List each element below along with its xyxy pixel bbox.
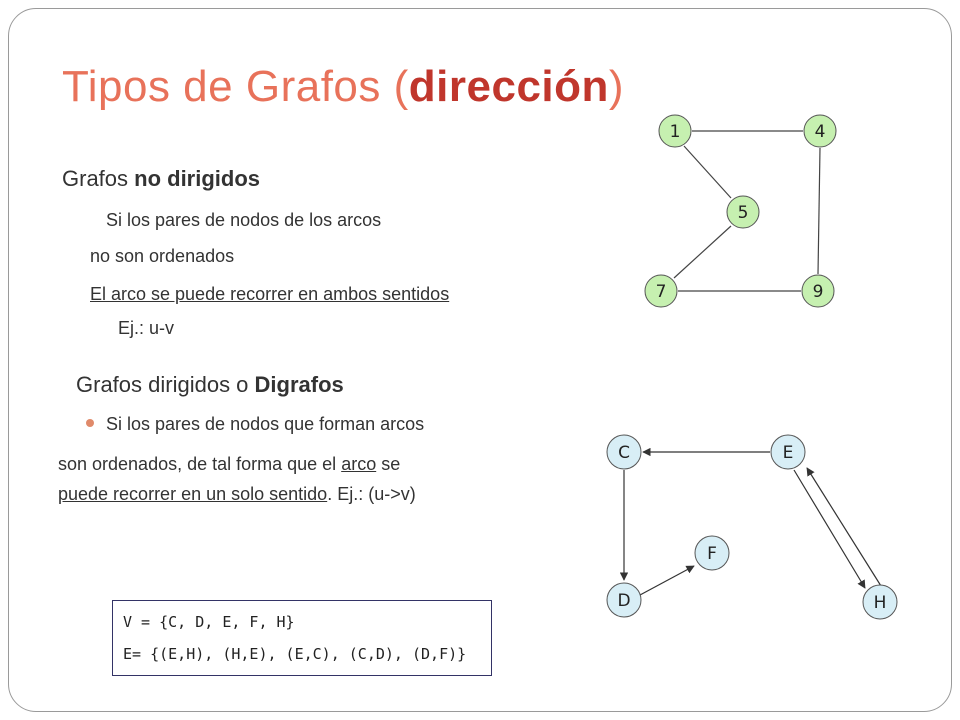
undirected-line-1: Si los pares de nodos de los arcos bbox=[106, 210, 382, 230]
undirected-line-3: El arco se puede recorrer en ambos senti… bbox=[90, 284, 450, 304]
digraph-node-F: F bbox=[694, 535, 730, 571]
svg-text:D: D bbox=[617, 591, 630, 611]
arc-D-F bbox=[639, 565, 695, 596]
dot-bullet-icon bbox=[86, 419, 94, 427]
directed-heading: Grafos dirigidos o Digrafos bbox=[76, 372, 344, 397]
arc-H-E bbox=[806, 467, 882, 587]
svg-text:7: 7 bbox=[656, 282, 667, 302]
undirected-heading: Grafos no dirigidos bbox=[62, 166, 261, 191]
directed-line-1: Si los pares de nodos que forman arcos bbox=[86, 414, 424, 435]
svg-text:E: E bbox=[783, 443, 794, 463]
digraph-node-C: C bbox=[606, 434, 642, 470]
graph-node-1: 1 bbox=[658, 114, 692, 148]
graph-node-7: 7 bbox=[644, 274, 678, 308]
digraph-node-E: E bbox=[770, 434, 806, 470]
graph-node-9: 9 bbox=[801, 274, 835, 308]
edge-1-5 bbox=[683, 145, 732, 199]
undirected-line-2: no son ordenados bbox=[90, 246, 235, 266]
svg-text:9: 9 bbox=[813, 282, 824, 302]
directed-line-2: son ordenados, de tal forma que el arco … bbox=[58, 454, 401, 474]
svg-text:H: H bbox=[874, 593, 887, 613]
slide-title: Tipos de Grafos (dirección) bbox=[62, 62, 625, 111]
directed-line-3: puede recorrer en un solo sentido. Ej.: … bbox=[58, 484, 416, 504]
arc-E-H bbox=[793, 469, 866, 589]
svg-text:5: 5 bbox=[738, 203, 749, 223]
edge-5-7 bbox=[673, 225, 732, 279]
digraph-node-H: H bbox=[862, 584, 898, 620]
graph-node-5: 5 bbox=[726, 195, 760, 229]
vertex-set: V = {C, D, E, F, H} bbox=[123, 613, 295, 631]
svg-text:1: 1 bbox=[670, 122, 681, 142]
svg-text:F: F bbox=[707, 544, 717, 564]
edge-4-9 bbox=[817, 147, 821, 275]
slide-frame bbox=[8, 8, 952, 712]
svg-text:C: C bbox=[618, 443, 630, 463]
set-definition-box: V = {C, D, E, F, H} E= {(E,H), (H,E), (E… bbox=[112, 600, 492, 676]
title-bold-word: dirección bbox=[408, 62, 609, 111]
graph-node-4: 4 bbox=[803, 114, 837, 148]
digraph-node-D: D bbox=[606, 582, 642, 618]
undirected-example: Ej.: u-v bbox=[118, 318, 175, 338]
svg-text:4: 4 bbox=[815, 122, 826, 142]
edge-set: E= {(E,H), (H,E), (E,C), (C,D), (D,F)} bbox=[123, 645, 467, 663]
